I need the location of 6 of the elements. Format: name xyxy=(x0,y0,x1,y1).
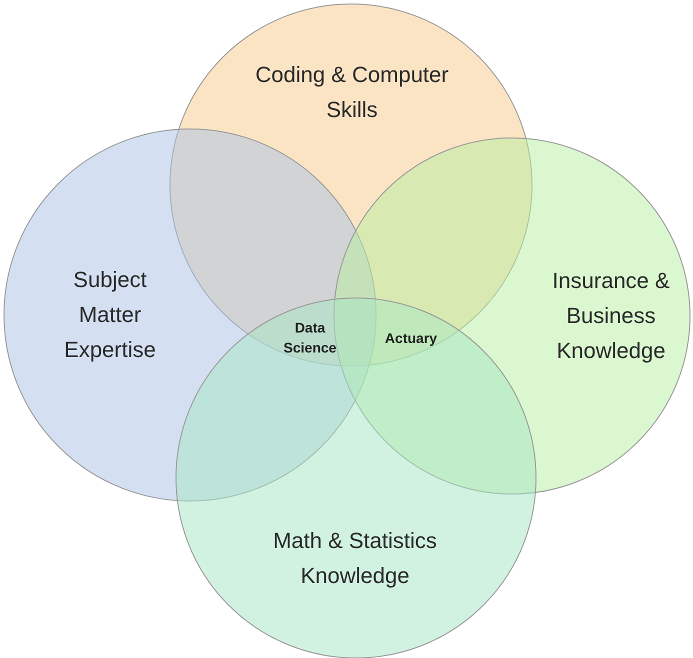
circle-label: Coding & Computer Skills xyxy=(254,60,450,124)
overlap-label: Actuary xyxy=(384,328,438,348)
circle-label: Insurance & Business Knowledge xyxy=(551,267,671,366)
circle-label: Math & Statistics Knowledge xyxy=(272,526,438,590)
overlap-label: Data Science xyxy=(282,318,338,358)
circle-label: Subject Matter Expertise xyxy=(63,266,157,365)
